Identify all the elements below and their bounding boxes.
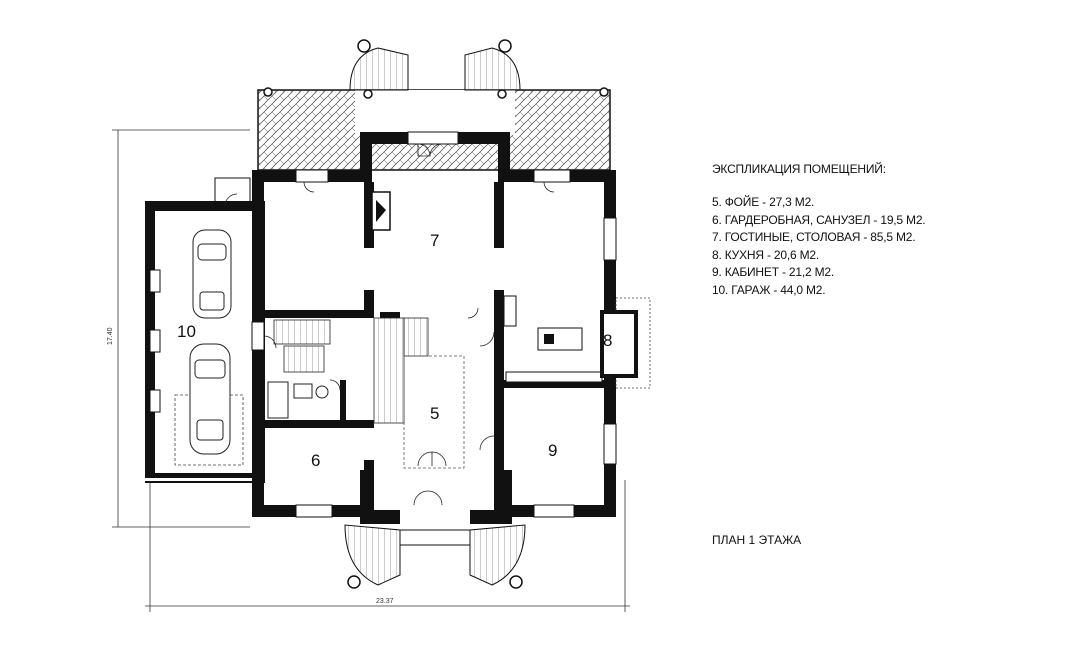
legend-item: 7. ГОСТИНЫЕ, СТОЛОВАЯ - 85,5 М2. xyxy=(712,230,916,244)
legend-title: ЭКСПЛИКАЦИЯ ПОМЕЩЕНИЙ: xyxy=(712,162,886,176)
width-dimension: 23.37 xyxy=(376,598,394,605)
legend-item: 6. ГАРДЕРОБНАЯ, САНУЗЕЛ - 19,5 М2. xyxy=(712,212,926,227)
legend-item: 9. КАБИНЕТ - 21,2 М2. xyxy=(712,265,834,279)
room-6-label: 6 xyxy=(311,451,320,470)
top-urns xyxy=(263,39,609,99)
top-steps xyxy=(349,47,521,91)
doors xyxy=(224,143,555,506)
windows xyxy=(149,131,617,518)
room-9-label: 9 xyxy=(548,441,557,460)
bottom-steps xyxy=(344,524,526,586)
room-legend: ЭКСПЛИКАЦИЯ ПОМЕЩЕНИЙ: 5. ФОЙЕ - 27,3 М2… xyxy=(712,162,926,299)
bathroom-fixtures xyxy=(267,381,329,419)
interior-walls xyxy=(264,182,604,510)
car-icon xyxy=(189,343,231,455)
garage xyxy=(145,177,265,483)
fireplace-icon xyxy=(371,191,391,231)
bottom-urns xyxy=(347,575,523,589)
height-dimension: 17.40 xyxy=(107,327,114,345)
foyer-outline xyxy=(403,355,465,469)
legend-item: 5. ФОЙЕ - 27,3 М2. xyxy=(712,195,815,209)
legend-item: 10. ГАРАЖ - 44,0 М2. xyxy=(712,282,826,297)
room-10-label: 10 xyxy=(177,322,196,341)
room-5-label: 5 xyxy=(430,404,439,423)
kitchen xyxy=(503,295,651,389)
dimension-lines xyxy=(112,129,630,612)
legend-item: 8. КУХНЯ - 20,6 М2. xyxy=(712,247,819,262)
room-8-label: 8 xyxy=(603,331,612,350)
room-7-label: 7 xyxy=(430,231,439,250)
car-icon xyxy=(192,229,232,319)
staircase xyxy=(273,317,429,424)
plan-title: ПЛАН 1 ЭТАЖА xyxy=(712,533,802,547)
